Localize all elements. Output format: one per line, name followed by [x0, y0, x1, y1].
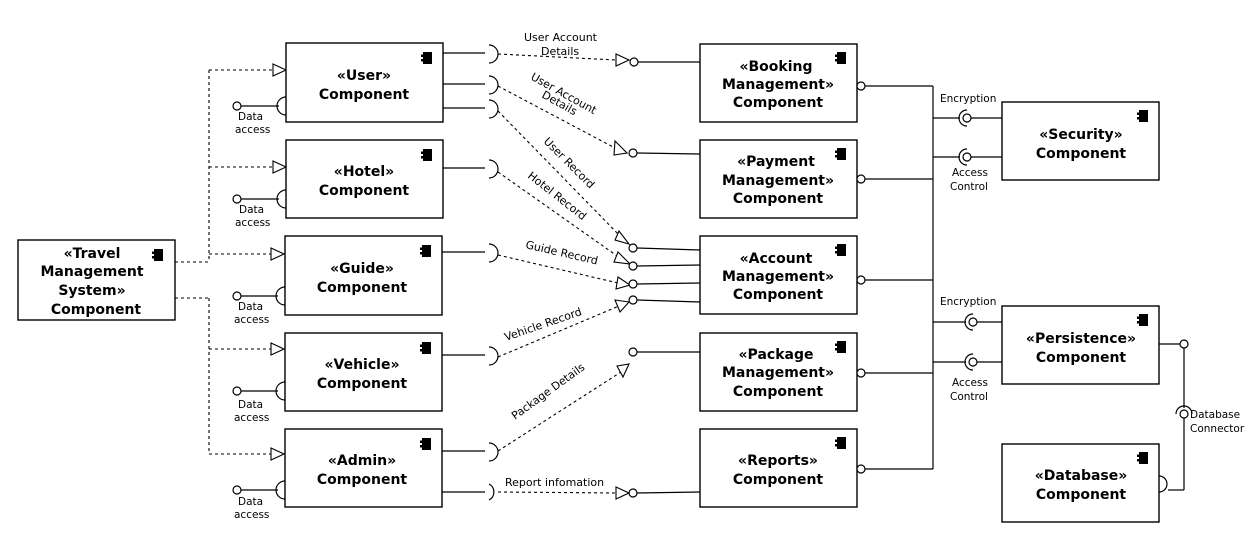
component-label-line: Component [733, 191, 824, 207]
data-access-label: Data [238, 496, 263, 508]
component-label-line: «Reports» [738, 453, 818, 469]
component-label-line: Component [319, 183, 410, 199]
admin-component: «Admin» Component [284, 428, 443, 508]
component-label-line: System» [58, 283, 125, 299]
data-access-label: access [234, 509, 269, 521]
component-label-line: Component [1036, 350, 1127, 366]
access-control-label: Access [952, 167, 988, 179]
connector-label: Report infomation [505, 476, 604, 489]
travel-management-system-component: «Travel Management System» Component [17, 239, 176, 321]
data-access-label: access [234, 412, 269, 424]
booking-management-component: «Booking Management» Component [699, 43, 858, 123]
component-label-line: Management» [722, 365, 834, 381]
guide-component: «Guide» Component [284, 235, 443, 316]
package-management-component: «Package Management» Component [699, 332, 858, 412]
component-label-line: Component [1036, 487, 1127, 503]
component-label-line: «Guide» [330, 261, 394, 277]
access-control-label: Control [950, 391, 988, 403]
component-label-line: «Booking [739, 59, 812, 75]
component-label-line: «Database» [1035, 468, 1128, 484]
component-label-line: «Vehicle» [324, 357, 399, 373]
component-label-line: «Payment [737, 154, 815, 170]
component-label-line: Management [40, 264, 143, 280]
security-component: «Security» Component [1001, 101, 1160, 181]
encryption-label: Encryption [940, 296, 996, 308]
data-access-label: access [235, 124, 270, 136]
service-bus [856, 81, 1002, 474]
component-label-line: Management» [722, 269, 834, 285]
component-label-line: Component [733, 384, 824, 400]
component-label-line: «Package [739, 347, 814, 363]
component-label-line: «Persistence» [1026, 331, 1136, 347]
component-label-line: Component [733, 472, 824, 488]
component-label-line: Component [317, 280, 408, 296]
connector-label: Package Details [509, 360, 587, 422]
access-control-label: Access [952, 377, 988, 389]
component-label-line: Component [319, 87, 410, 103]
hotel-component: «Hotel» Component [285, 139, 444, 219]
component-label-line: Component [1036, 146, 1127, 162]
data-access-label: access [234, 314, 269, 326]
data-access-ports: Data access Data access Data access Data… [232, 96, 287, 521]
component-label-line: «Travel [64, 246, 121, 262]
reports-component: «Reports» Component [699, 428, 858, 508]
component-label-line: «Admin» [328, 453, 396, 469]
interface-labels: Encryption Access Control Encryption Acc… [940, 93, 1245, 435]
component-label-line: Component [317, 376, 408, 392]
connector-label: Guide Record [524, 238, 599, 267]
data-access-label: Data [239, 204, 264, 216]
component-label-line: Management» [722, 77, 834, 93]
database-connector [1158, 339, 1193, 493]
component-label-line: Component [733, 287, 824, 303]
component-label-line: «User» [337, 68, 391, 84]
payment-management-component: «Payment Management» Component [699, 139, 858, 219]
database-component: «Database» Component [1001, 443, 1160, 523]
data-access-label: Data [238, 111, 263, 123]
data-access-label: Data [238, 399, 263, 411]
encryption-label: Encryption [940, 93, 996, 105]
vehicle-component: «Vehicle» Component [284, 332, 443, 412]
travel-dependencies [175, 63, 288, 461]
component-label-line: Management» [722, 173, 834, 189]
component-label-line: Component [51, 302, 142, 318]
component-label-line: Component [733, 95, 824, 111]
database-connector-label: Connector [1190, 423, 1245, 435]
middle-connectors [442, 44, 701, 501]
connector-label: User Account [524, 31, 598, 44]
database-connector-label: Database [1190, 409, 1240, 421]
data-access-label: Data [238, 301, 263, 313]
account-management-component: «Account Management» Component [699, 235, 858, 315]
component-label-line: «Hotel» [334, 164, 394, 180]
user-component: «User» Component [285, 42, 444, 123]
component-label-line: «Security» [1039, 127, 1122, 143]
persistence-component: «Persistence» Component [1001, 305, 1160, 385]
access-control-label: Control [950, 181, 988, 193]
data-access-label: access [235, 217, 270, 229]
connector-label: Details [541, 45, 579, 58]
component-label-line: «Account [740, 251, 813, 267]
component-label-line: Component [317, 472, 408, 488]
